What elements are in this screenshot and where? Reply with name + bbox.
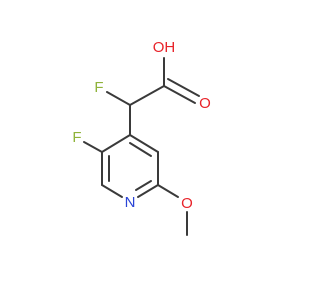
ether-oxygen-label: O (181, 195, 193, 212)
bond-ring-c4-c5 (101, 134, 131, 153)
bond-ring-c4-c3-inner (129, 142, 152, 157)
ring-fluorine-label: F (72, 129, 81, 146)
atom-label-group: OH O F F N O (72, 39, 210, 212)
ring-nitrogen-label: N (125, 194, 136, 211)
bond-ring-c2-n (137, 184, 159, 198)
bond-alpha-carboxyl (129, 85, 165, 106)
alpha-fluorine-label: F (94, 79, 103, 96)
bond-ring-fluorine (83, 141, 103, 153)
bond-group (83, 57, 200, 236)
bond-ring-c4-c3 (129, 134, 159, 153)
molecule-structure: OH O F F N O (72, 39, 211, 236)
bond-carboxyl-carbonyl-b (167, 78, 200, 97)
bond-ring-ether-oxygen (157, 184, 179, 198)
carbonyl-oxygen-label: O (199, 95, 211, 112)
bond-ring-n-c6 (101, 184, 123, 198)
hydroxyl-label: OH (153, 39, 176, 56)
bond-alpha-fluorine (106, 91, 131, 106)
bond-carboxyl-carbonyl-a (163, 85, 196, 104)
structure-canvas: OH O F F N O (72, 39, 211, 236)
bond-ring-c2-n-inner (135, 180, 152, 191)
